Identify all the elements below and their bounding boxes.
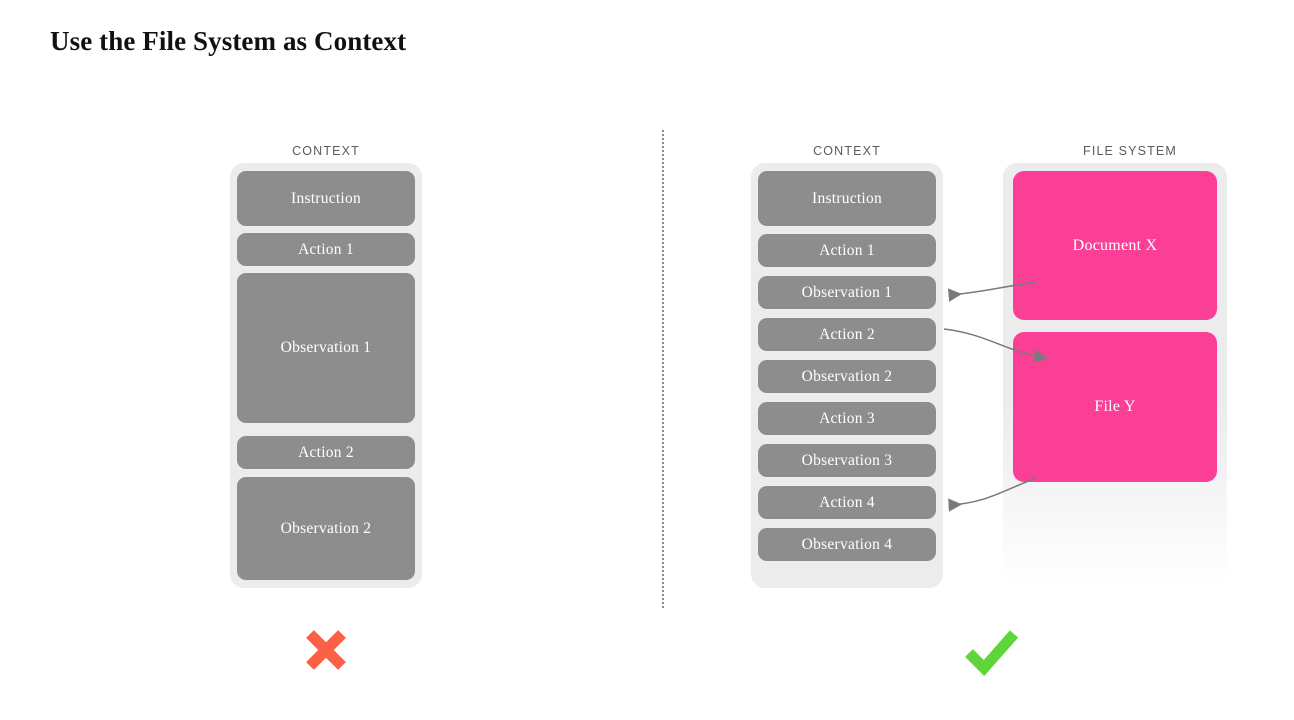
context-block-action-1[interactable]: Action 1 bbox=[237, 233, 415, 266]
context-block-instruction[interactable]: Instruction bbox=[758, 171, 936, 226]
right-context-panel: Instruction Action 1 Observation 1 Actio… bbox=[751, 163, 943, 588]
cross-icon bbox=[298, 622, 354, 683]
context-block-action-1[interactable]: Action 1 bbox=[758, 234, 936, 267]
left-context-panel: Instruction Action 1 Observation 1 Actio… bbox=[230, 163, 422, 588]
context-block-instruction[interactable]: Instruction bbox=[237, 171, 415, 226]
filesystem-label: FILE SYSTEM bbox=[1083, 144, 1177, 158]
vertical-dotted-divider bbox=[662, 130, 664, 608]
left-context-label: CONTEXT bbox=[292, 144, 360, 158]
context-block-observation-1[interactable]: Observation 1 bbox=[758, 276, 936, 309]
context-block-observation-4[interactable]: Observation 4 bbox=[758, 528, 936, 561]
context-block-action-3[interactable]: Action 3 bbox=[758, 402, 936, 435]
context-block-observation-2[interactable]: Observation 2 bbox=[237, 477, 415, 580]
filesystem-block-document-x[interactable]: Document X bbox=[1013, 171, 1217, 320]
page-title: Use the File System as Context bbox=[50, 26, 407, 56]
right-context-label: CONTEXT bbox=[813, 144, 881, 158]
context-block-action-4[interactable]: Action 4 bbox=[758, 486, 936, 519]
context-block-action-2[interactable]: Action 2 bbox=[237, 436, 415, 469]
context-block-observation-1[interactable]: Observation 1 bbox=[237, 273, 415, 423]
context-block-action-2[interactable]: Action 2 bbox=[758, 318, 936, 351]
filesystem-block-file-y[interactable]: File Y bbox=[1013, 332, 1217, 482]
context-block-observation-3[interactable]: Observation 3 bbox=[758, 444, 936, 477]
filesystem-panel: Document X File Y bbox=[1003, 163, 1227, 588]
check-icon bbox=[961, 620, 1023, 683]
context-block-observation-2[interactable]: Observation 2 bbox=[758, 360, 936, 393]
